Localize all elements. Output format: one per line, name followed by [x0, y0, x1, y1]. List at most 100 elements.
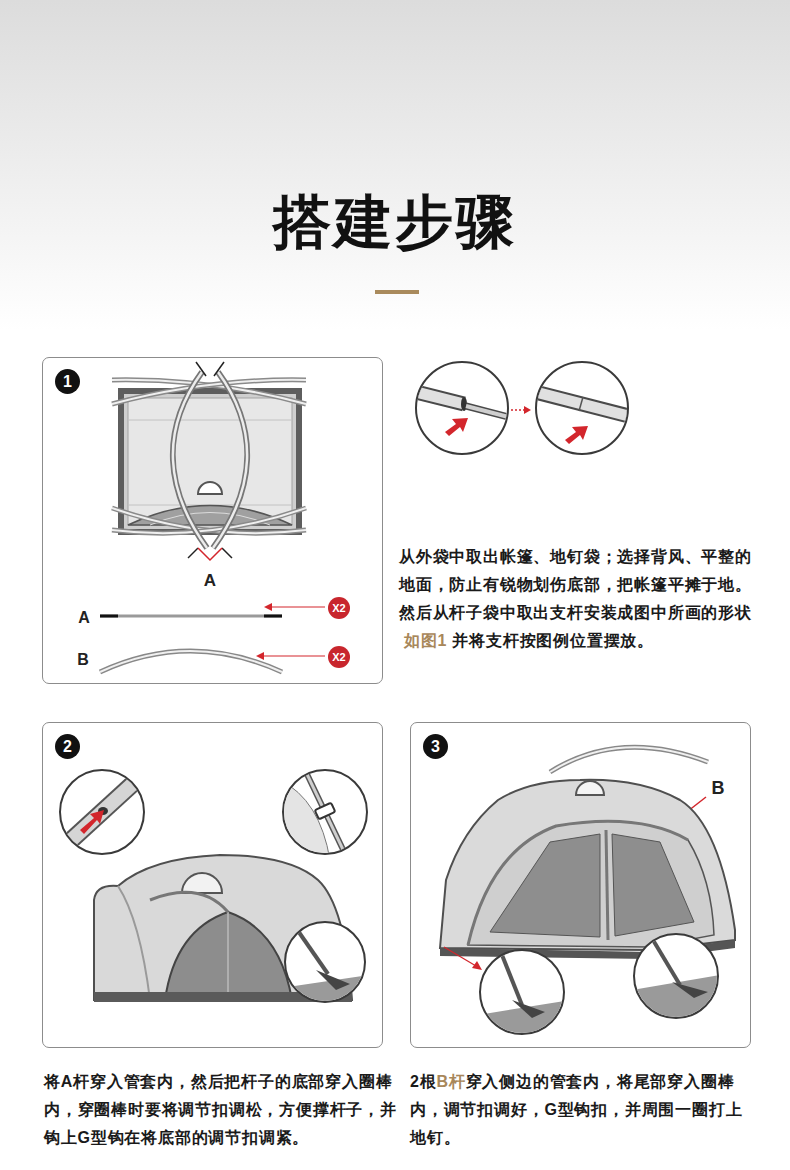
tent-side-view	[182, 873, 222, 893]
pole-a-pair	[173, 372, 207, 548]
red-bracket	[198, 548, 222, 560]
pole-a-part	[100, 615, 118, 618]
tent-top-view	[128, 398, 292, 525]
corner-marks	[222, 548, 232, 558]
tent-perspective-view	[468, 821, 688, 945]
detail-inset	[280, 770, 348, 860]
page-title: 搭建步骤	[0, 184, 790, 262]
tent-perspective-view	[576, 781, 604, 795]
pole-b-pair	[112, 508, 306, 533]
pole-b-pair	[112, 380, 306, 404]
pole-b-pair	[112, 508, 306, 533]
instruction-text: 将A杆穿入管套内，然后把杆子的底部穿入圈棒内，穿圈棒时要将调节扣调松，方便撑杆子…	[44, 1073, 397, 1146]
instruction-text: 2根	[410, 1073, 437, 1090]
part-label: A	[78, 609, 90, 627]
detail-inset	[55, 768, 370, 1010]
pole-b-part	[100, 651, 282, 672]
tent-side-view	[165, 912, 292, 1000]
tent-side-view	[150, 892, 228, 912]
magnifier-detail	[400, 388, 464, 404]
text-block: 从外袋中取出帐篷、地钉袋；选择背风、平整的地面，防止有锐物划伤底部，把帐篷平摊于…	[399, 543, 757, 655]
magnifier-detail	[579, 397, 583, 411]
magnifier-detail	[565, 426, 588, 444]
highlight-text: B杆	[437, 1073, 466, 1090]
pole-b-pair	[112, 380, 306, 404]
detail-inset	[316, 970, 350, 990]
pole-a-part	[100, 615, 282, 618]
pole-b-pair	[112, 508, 306, 533]
tent-top-view	[121, 391, 299, 532]
detail-inset	[672, 982, 708, 998]
tent-perspective-view	[440, 780, 735, 950]
pole-b-pair	[112, 380, 306, 404]
detail-inset	[650, 935, 680, 985]
pole-b-part	[100, 651, 282, 672]
detail-inset	[296, 928, 328, 974]
step-panel: 3	[410, 722, 751, 1048]
quantity-label: X2	[332, 651, 345, 663]
quantity-label: X2	[332, 602, 345, 614]
detail-inset	[478, 934, 720, 1040]
magnifier-detail	[520, 388, 644, 420]
magnifier-detail	[520, 388, 644, 420]
detail-inset	[478, 1000, 570, 1040]
quantity-badge: X2	[328, 597, 350, 619]
detail-inset	[280, 928, 370, 1010]
magnifier-detail	[400, 388, 464, 404]
quantity-badge: X2	[328, 646, 350, 668]
title-underline	[375, 290, 419, 294]
leader-arrow	[444, 947, 482, 970]
part-label: A	[204, 571, 216, 591]
pole-a-pair	[173, 372, 207, 548]
leader-arrow	[262, 655, 325, 656]
detail-inset	[280, 975, 370, 1010]
instruction-text: 并将支杆按图例位置摆放。	[452, 632, 654, 649]
instruction-text: 然后从杆子袋中取出支杆安装成图中所画的形状	[399, 604, 752, 621]
pole-b-part	[550, 747, 708, 772]
magnifier-detail	[511, 409, 525, 411]
leader-arrow	[256, 603, 325, 660]
part-label: B	[712, 778, 725, 799]
magnifier-detail	[400, 362, 644, 454]
tent-top-view	[128, 420, 292, 505]
detail-inset	[60, 770, 144, 854]
magnifier-detail	[445, 418, 468, 436]
step-number: 1	[55, 369, 80, 394]
pole-b-pair	[112, 380, 306, 404]
leader-arrow	[256, 652, 264, 660]
detail-inset	[315, 803, 336, 820]
text-block: 将A杆穿入管套内，然后把杆子的底部穿入圈棒内，穿圈棒时要将调节扣调松，方便撑杆子…	[44, 1068, 398, 1152]
pole-b-pair	[112, 380, 306, 533]
tent-perspective-view	[606, 830, 608, 940]
tent-perspective-view	[612, 834, 694, 936]
leader-arrow	[444, 947, 476, 966]
magnifier-detail	[416, 362, 508, 454]
detail-inset	[55, 768, 150, 855]
detail-inset	[55, 768, 150, 855]
detail-inset	[80, 810, 104, 834]
leader-arrow	[472, 961, 482, 970]
leader-arrow	[264, 603, 272, 611]
detail-inset	[305, 770, 348, 860]
magnifier-detail	[466, 406, 520, 420]
step-number: 3	[423, 734, 448, 759]
pole-b-pair	[112, 508, 306, 533]
highlight-text: 如图1	[404, 632, 447, 649]
magnifier-detail	[400, 388, 520, 420]
step-panel: 1X2X2	[42, 357, 383, 684]
corner-marks	[188, 548, 198, 558]
pole-b-part	[550, 747, 708, 772]
tent-perspective-view	[468, 821, 714, 947]
tent-side-view	[118, 886, 150, 1000]
detail-inset	[280, 780, 330, 860]
magnifier-detail	[520, 388, 644, 420]
tent-top-view	[198, 482, 222, 494]
detail-inset	[305, 770, 348, 860]
tent-perspective-view	[440, 780, 735, 959]
pole-a-part	[100, 616, 282, 617]
detail-inset	[55, 768, 150, 855]
pole-a-pair	[213, 372, 247, 548]
pole-a-part	[264, 615, 282, 618]
magnifier-detail	[466, 406, 520, 420]
